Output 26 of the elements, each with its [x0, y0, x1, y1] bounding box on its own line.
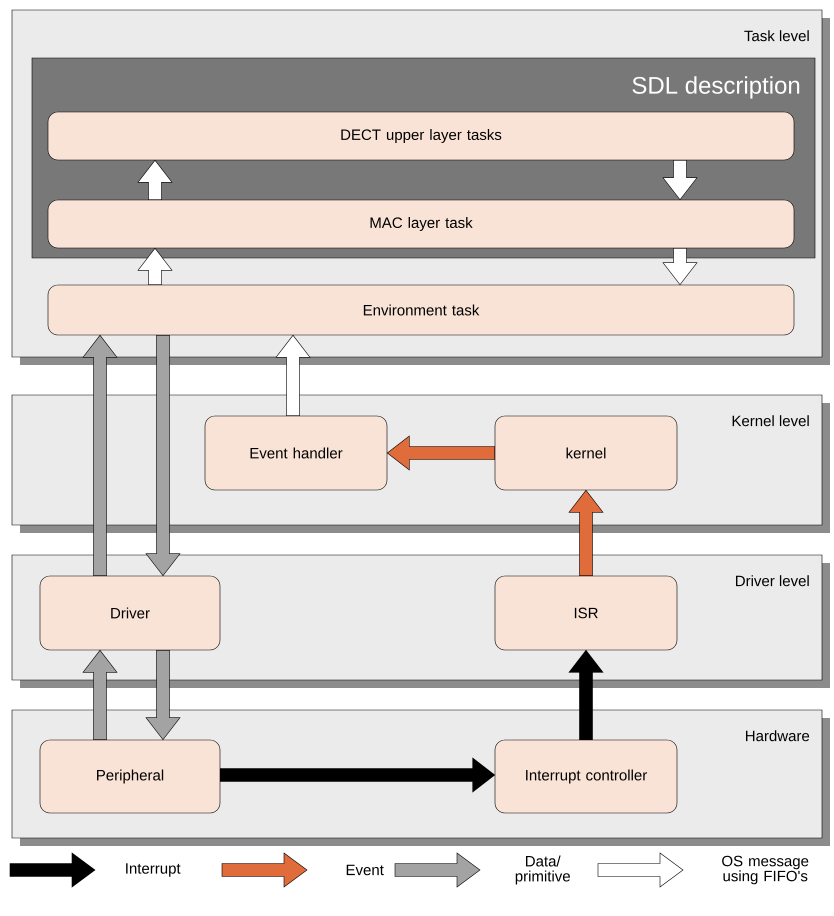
process-box: DECT upper layer tasks: [48, 112, 794, 160]
legend-label: Interrupt: [126, 863, 181, 877]
process-box: Peripheral: [40, 740, 220, 814]
arrow: [275, 334, 311, 416]
process-box: MAC layer task: [48, 200, 794, 248]
arrow: [568, 650, 604, 740]
process-box: kernel: [494, 416, 678, 490]
arrow: [568, 490, 604, 576]
process-box: Environment task: [48, 284, 794, 336]
process-box: Interrupt controller: [494, 740, 678, 814]
legend-label: Data/ primitive: [516, 856, 570, 884]
arrow: [145, 650, 181, 740]
arrow: [386, 435, 495, 471]
process-box: ISR: [494, 576, 678, 650]
arrow: [137, 160, 173, 200]
arrow: [220, 757, 496, 793]
arrow: [662, 160, 698, 200]
arrow: [82, 650, 118, 740]
arrow: [82, 334, 118, 576]
arrow: [662, 248, 698, 286]
legend-label: Event: [346, 864, 384, 876]
arrow: [145, 335, 181, 576]
arrow: [137, 248, 173, 285]
process-box: Driver: [40, 576, 220, 650]
process-box: Event handler: [204, 416, 388, 490]
legend-label: OS message using FIFO's: [722, 856, 808, 884]
